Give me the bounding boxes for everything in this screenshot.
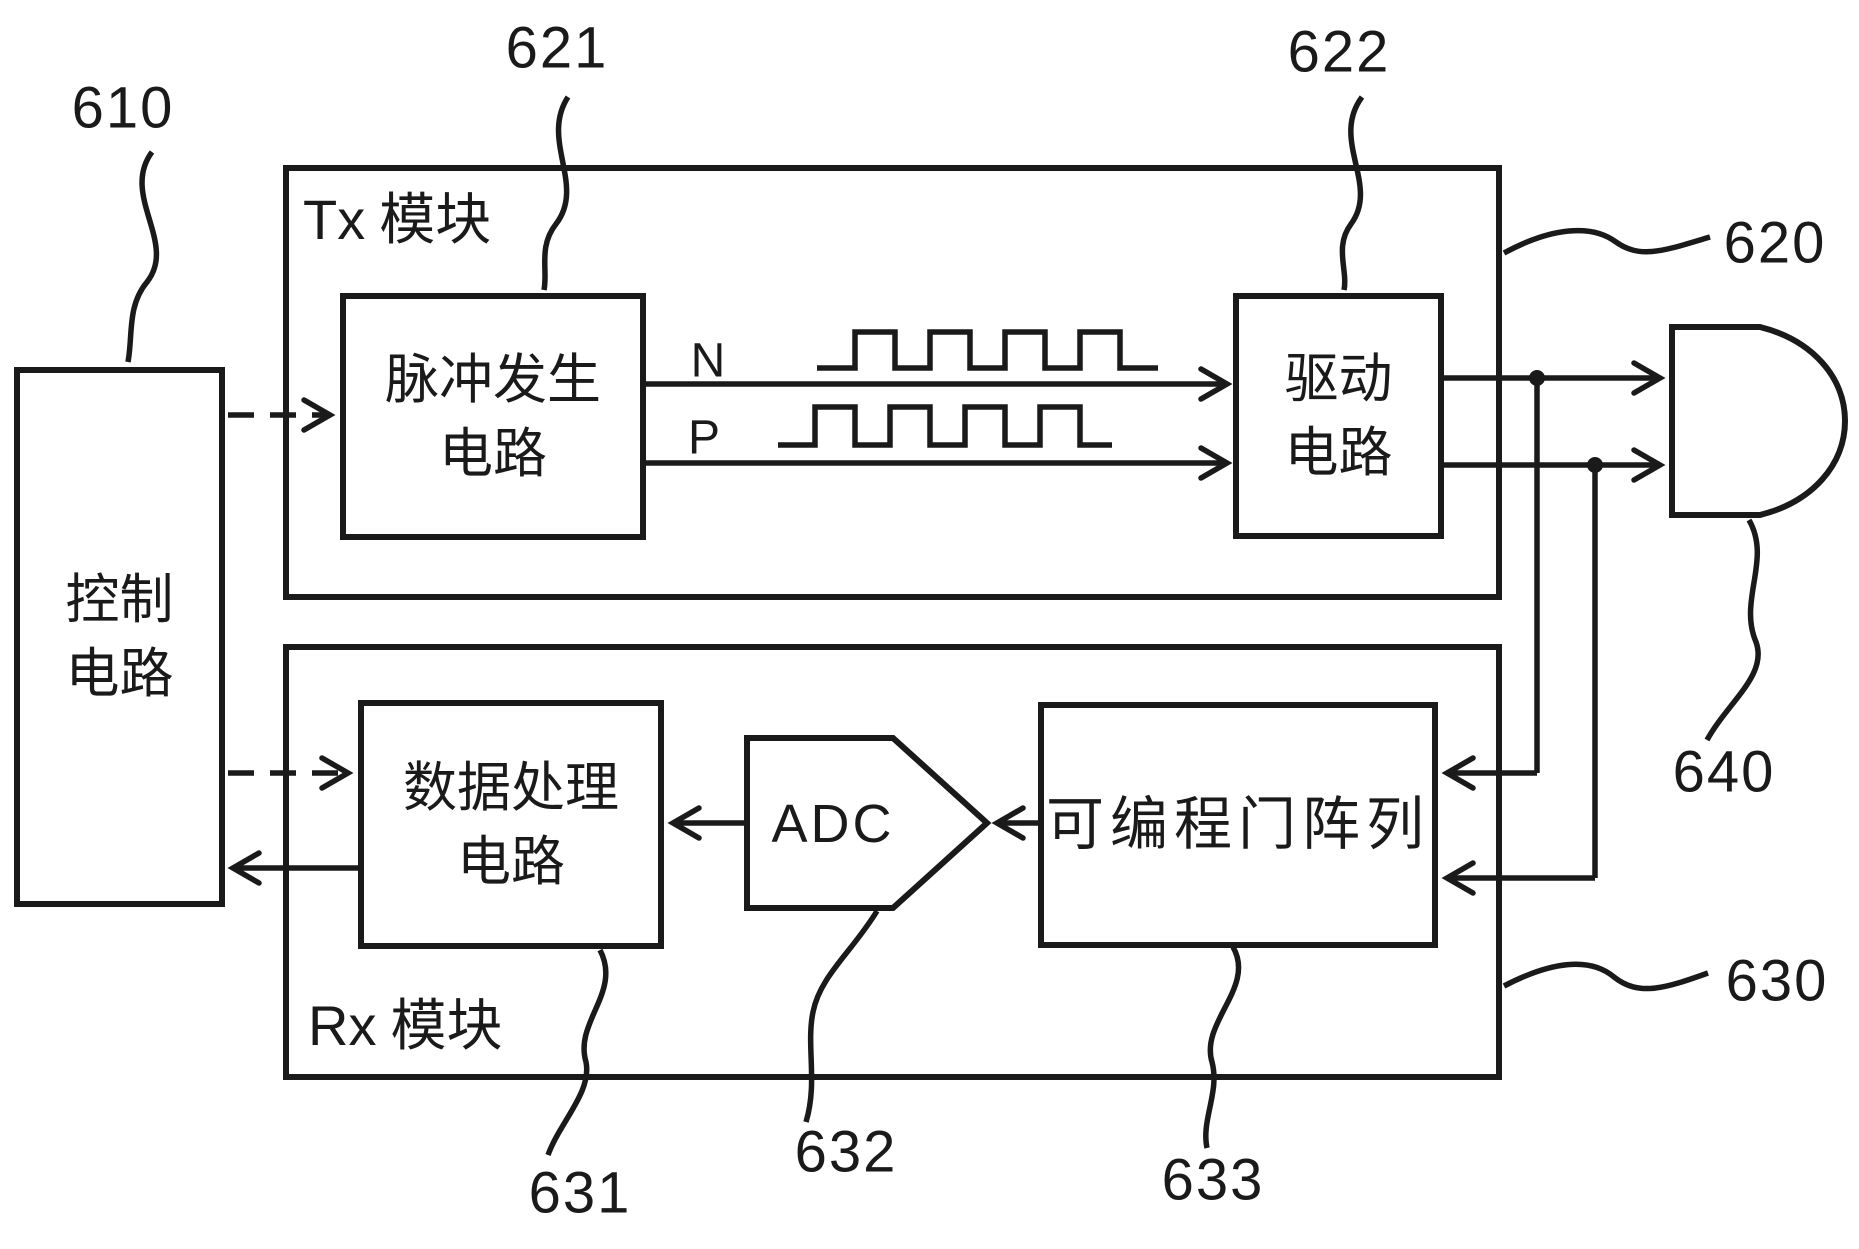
ref-630: 630 bbox=[1725, 948, 1829, 1014]
ref-631: 631 bbox=[528, 1160, 632, 1226]
adc-label: ADC bbox=[771, 794, 895, 854]
ref-610: 610 bbox=[71, 75, 175, 141]
waveform-n bbox=[817, 329, 1158, 371]
pulse-generator-label-line2: 电路 bbox=[439, 423, 547, 484]
ref-620: 620 bbox=[1723, 210, 1827, 276]
data-processor-label-line1: 数据处理 bbox=[403, 757, 619, 818]
gate-array-box: 可编程门阵列 bbox=[1038, 702, 1438, 948]
data-processor-box: 数据处理 电路 bbox=[358, 700, 664, 949]
control-circuit-label-line2: 电路 bbox=[65, 644, 174, 704]
data-processor-label-line2: 电路 bbox=[457, 831, 565, 892]
ref-leader-630 bbox=[1502, 961, 1709, 992]
control-circuit-box: 控制 电路 bbox=[14, 367, 225, 907]
pulse-generator-box: 脉冲发生 电路 bbox=[340, 293, 646, 540]
tx-module-label-name: 模块 bbox=[365, 190, 492, 252]
waveform-p bbox=[778, 404, 1112, 448]
ref-622: 622 bbox=[1287, 19, 1391, 85]
ref-621: 621 bbox=[505, 15, 609, 81]
ref-leader-631 bbox=[545, 948, 609, 1156]
ref-leader-633 bbox=[1203, 945, 1242, 1149]
driver-circuit-label-line2: 电路 bbox=[1284, 423, 1393, 483]
ref-leader-610 bbox=[125, 150, 160, 363]
control-circuit-label-line1: 控制 bbox=[65, 570, 174, 630]
driver-circuit-box: 驱动 电路 bbox=[1233, 293, 1444, 539]
ref-633: 633 bbox=[1161, 1147, 1265, 1213]
rx-module-box bbox=[283, 644, 1502, 1080]
tx-module-box bbox=[283, 165, 1502, 600]
pulse-generator-label-line1: 脉冲发生 bbox=[385, 349, 601, 410]
ref-leader-640 bbox=[1704, 518, 1761, 742]
rx-module-label-name: 模块 bbox=[376, 996, 503, 1058]
junction-dot-upper bbox=[1529, 370, 1545, 386]
gate-array-label: 可编程门阵列 bbox=[1045, 792, 1430, 857]
rx-module-label-prefix: Rx bbox=[308, 994, 377, 1057]
rx-module-label: Rx 模块 bbox=[308, 994, 503, 1058]
adc-shape bbox=[744, 735, 992, 911]
driver-circuit-label-line1: 驱动 bbox=[1284, 349, 1393, 409]
ref-leader-622 bbox=[1339, 95, 1365, 291]
transducer-shape bbox=[1669, 324, 1849, 518]
ref-leader-621 bbox=[541, 95, 571, 291]
ref-leader-620 bbox=[1502, 227, 1711, 256]
ref-632: 632 bbox=[794, 1119, 898, 1185]
ref-leader-632 bbox=[803, 909, 880, 1123]
signal-label-n: N bbox=[690, 334, 726, 388]
signal-label-p: P bbox=[687, 411, 721, 465]
tx-module-label-prefix: Tx bbox=[303, 188, 366, 251]
ref-640: 640 bbox=[1672, 739, 1776, 805]
junction-dot-lower bbox=[1587, 457, 1603, 473]
tx-module-label: Tx 模块 bbox=[303, 188, 492, 252]
